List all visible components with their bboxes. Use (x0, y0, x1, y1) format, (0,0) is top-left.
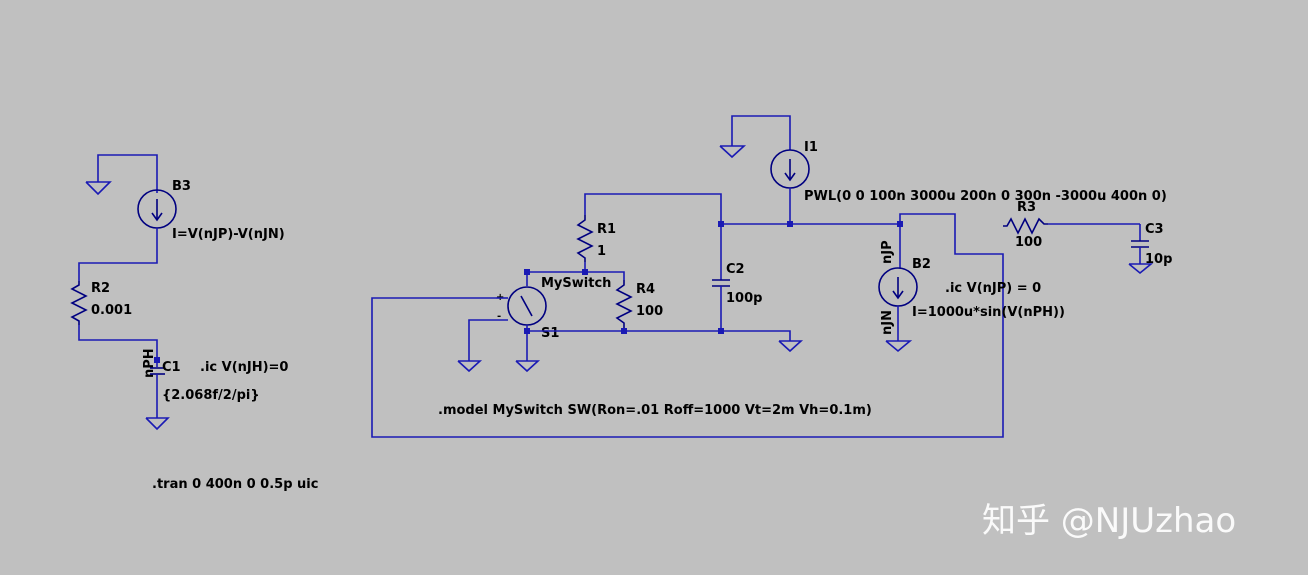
wire (584, 193, 722, 224)
ground-symbol (885, 340, 913, 353)
b2-node-top-label: nJP (880, 240, 895, 264)
ground-symbol (778, 340, 804, 353)
ground-symbol (719, 145, 747, 159)
r1-label: R1 (597, 222, 616, 237)
watermark: 知乎 @NJUzhao (982, 501, 1236, 541)
c3-capacitor-group[interactable]: C3 10p (1128, 222, 1172, 275)
wire (526, 271, 625, 286)
ground-symbol (515, 360, 541, 373)
tran-directive[interactable]: .tran 0 400n 0 0.5p uic (152, 477, 318, 492)
r3-value: 100 (1015, 235, 1042, 250)
i1-source-group[interactable]: I1 PWL(0 0 100n 3000u 200n 0 300n -3000u… (719, 115, 1167, 224)
wire (527, 330, 791, 341)
ground-symbol (1128, 263, 1154, 275)
r2-resistor-group[interactable]: R2 0.001 (70, 281, 158, 367)
r4-resistor-group[interactable]: R4 100 (615, 280, 663, 331)
wire (97, 154, 158, 193)
node-dot (718, 328, 724, 334)
switch-minus-pin: - (497, 311, 501, 322)
node-dot (787, 221, 793, 227)
resistor-r1[interactable] (576, 215, 594, 262)
c2-label: C2 (726, 262, 745, 277)
wire (371, 213, 1004, 438)
s1-model-label: MySwitch (541, 276, 611, 291)
arrow-icon-head (784, 172, 796, 182)
ground-symbol (145, 417, 170, 431)
r1-value: 1 (597, 244, 606, 259)
arrow-icon-head (151, 212, 163, 222)
r4-label: R4 (636, 282, 655, 297)
node-dot (154, 357, 160, 363)
c1-node-label: nPH (142, 348, 157, 378)
resistor-r2[interactable] (70, 281, 88, 325)
b3-value: I=V(nJP)-V(nJN) (172, 227, 285, 242)
c2-value: 100p (726, 291, 762, 306)
b2-label: B2 (912, 257, 931, 272)
ground-symbol (457, 360, 483, 373)
wire (731, 115, 791, 150)
c2-capacitor-group[interactable]: C2 100p (712, 224, 762, 331)
b2-node-bottom-label: nJN (880, 310, 895, 335)
i1-value: PWL(0 0 100n 3000u 200n 0 300n -3000u 40… (804, 189, 1167, 204)
arrow-icon-head (892, 290, 904, 300)
ground-symbol (85, 181, 112, 196)
c1-value: {2.068f/2/pi} (162, 388, 260, 403)
i1-label: I1 (804, 140, 818, 155)
node-dot (524, 269, 530, 275)
r2-value: 0.001 (91, 303, 132, 318)
b2-source-group[interactable]: nJP B2 I=1000u*sin(V(nPH)) nJN (878, 224, 1065, 353)
node-dot (582, 269, 588, 275)
node-dot (621, 328, 627, 334)
s1-label: S1 (541, 326, 559, 341)
r2-label: R2 (91, 281, 110, 296)
c3-value: 10p (1145, 252, 1172, 267)
switch-blade (520, 295, 533, 317)
wire (78, 325, 158, 367)
c1-capacitor-group[interactable]: nPH C1 {2.068f/2/pi} (142, 348, 260, 431)
c1-label: C1 (162, 360, 181, 375)
resistor-r4[interactable] (615, 280, 633, 331)
c3-label: C3 (1145, 222, 1164, 237)
model-directive[interactable]: .model MySwitch SW(Ron=.01 Roff=1000 Vt=… (438, 403, 872, 418)
ic-c1-directive[interactable]: .ic V(nJH)=0 (200, 360, 288, 375)
b3-source-group[interactable]: B3 I=V(nJP)-V(nJN) (78, 154, 285, 281)
b2-value: I=1000u*sin(V(nPH)) (912, 305, 1065, 320)
r3-resistor-group[interactable]: R3 100 (1003, 200, 1140, 250)
r1-resistor-group[interactable]: R1 1 (576, 215, 616, 272)
s1-switch-group[interactable]: MySwitch S1 + - (457, 269, 625, 373)
r3-label: R3 (1017, 200, 1036, 215)
r4-value: 100 (636, 304, 663, 319)
ic-b2-directive[interactable]: .ic V(nJP) = 0 (945, 281, 1041, 296)
resistor-r3[interactable] (1003, 217, 1048, 235)
wire (78, 228, 158, 281)
b3-label: B3 (172, 179, 191, 194)
wire (468, 319, 508, 361)
